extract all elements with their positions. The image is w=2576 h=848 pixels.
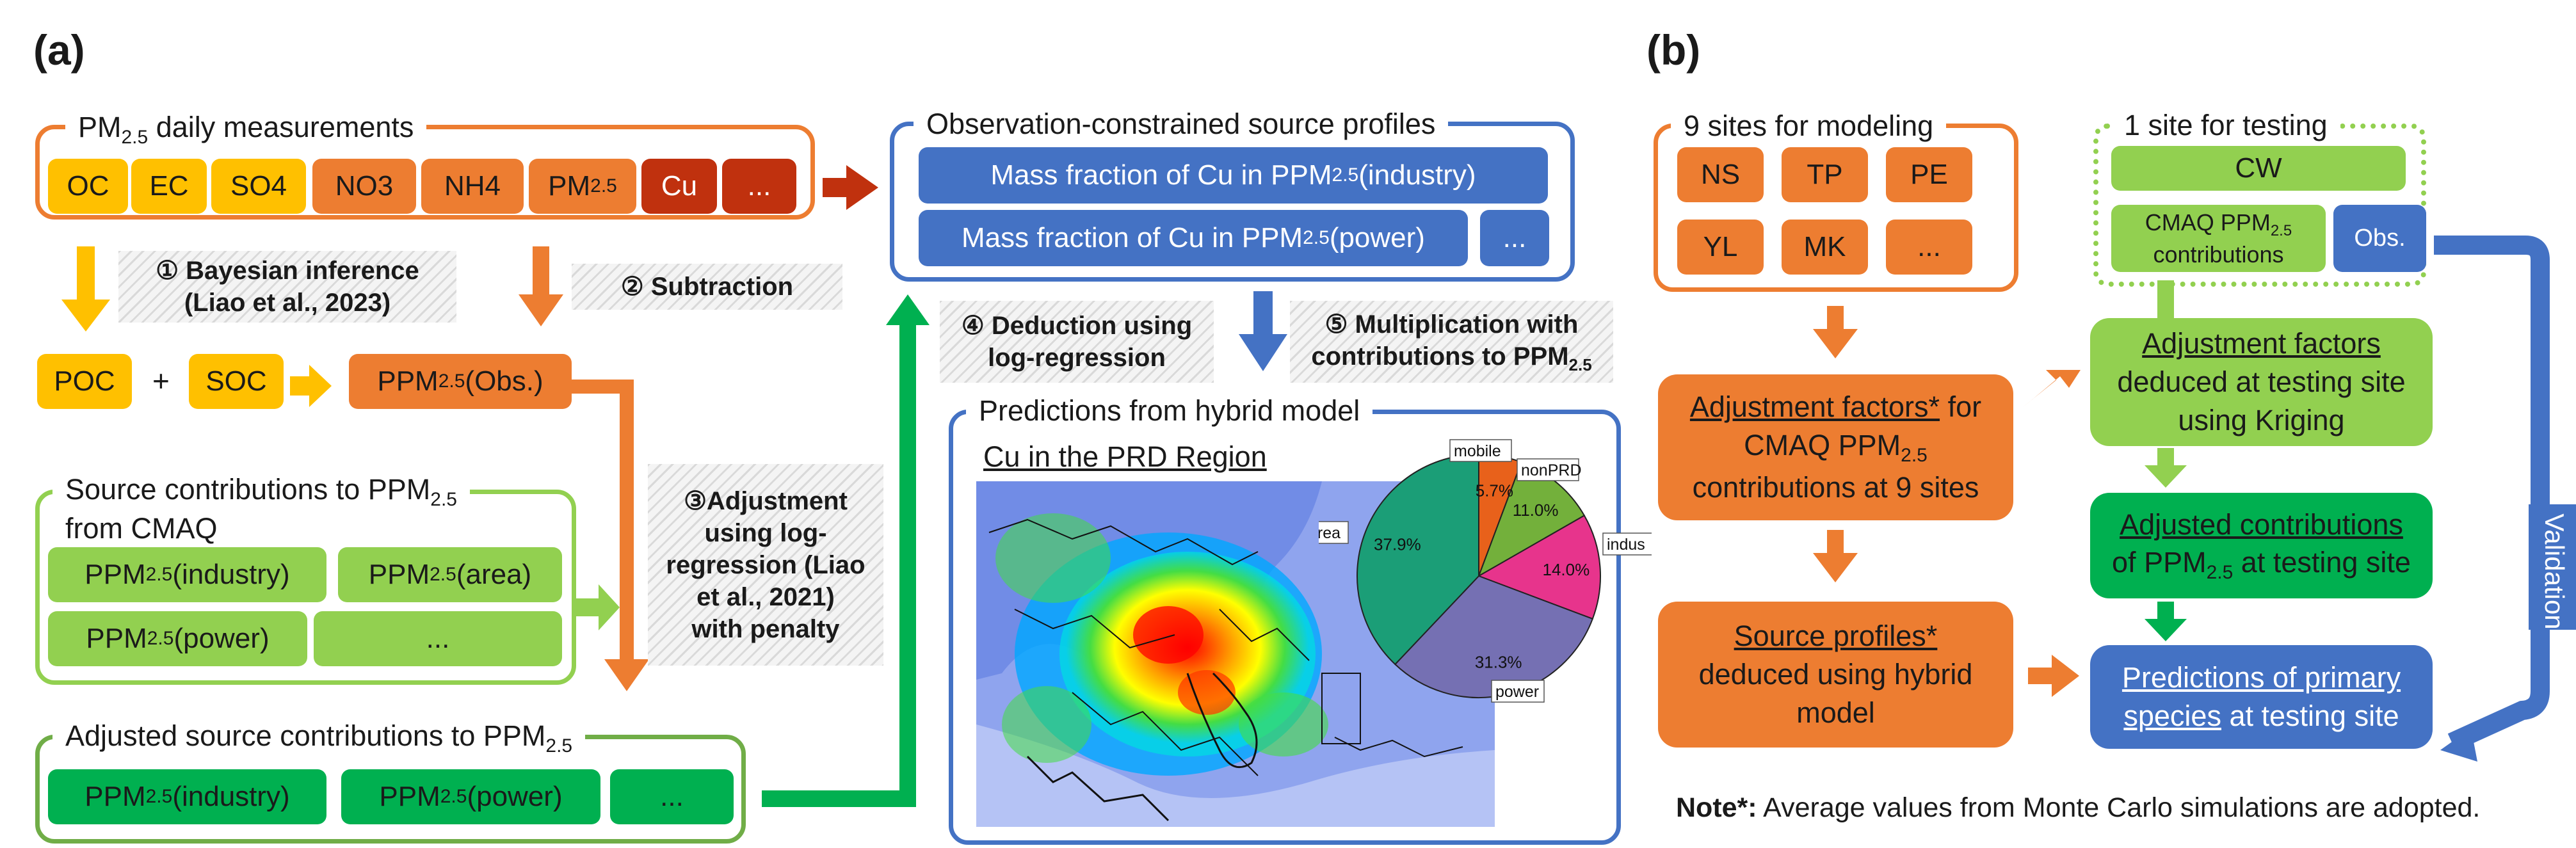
site-cw: CW [2111, 146, 2406, 191]
note-text: Note*: Average values from Monte Carlo s… [1676, 792, 2481, 823]
pie-percent-mobile: 5.7% [1476, 481, 1513, 500]
predictions-frame: Predictions from hybrid model [949, 396, 1621, 845]
predictions-title: Predictions from hybrid model [966, 396, 1373, 425]
site-mk: MK [1782, 220, 1868, 275]
poc-box: POC [37, 354, 132, 409]
site-yl: YL [1677, 220, 1764, 275]
cmaq-frame: Source contributions to PPM2.5 from CMAQ [35, 470, 576, 685]
measurement-cu: Cu [641, 159, 717, 214]
bayesian-inference-label: ① Bayesian inference (Liao et al., 2023) [118, 251, 456, 323]
pie-callout-indus: indus [1607, 536, 1645, 554]
measurements-frame: PM2.5 daily measurements [35, 113, 815, 220]
modeling-sites-frame: 9 sites for modeling [1654, 111, 2018, 292]
adjusted-contributions-box: Adjusted contributions of PPM2.5 at test… [2090, 493, 2433, 598]
pie-slices [1356, 453, 1601, 698]
pie-slice-indus [1477, 515, 1601, 620]
adjustment-factors-testing: Adjustment factors deduced at testing si… [2090, 318, 2433, 446]
measurement-no3: NO3 [312, 159, 416, 214]
site-pe: PE [1886, 147, 1972, 202]
measurement-ec: EC [131, 159, 207, 214]
pie-callout-box-area [1319, 521, 1349, 544]
site-ns: NS [1677, 147, 1764, 202]
map-title: Cu in the PRD Region [983, 440, 1267, 473]
validation-banner [2529, 504, 2576, 630]
measurement-so4: SO4 [211, 159, 306, 214]
profiles-frame: Observation-constrained source profiles [890, 109, 1575, 282]
profile-more: ... [1480, 210, 1549, 266]
site-tp: TP [1782, 147, 1868, 202]
modeling-sites-title: 9 sites for modeling [1671, 111, 1947, 140]
pie-callout-labels: mobile nonPRD indus power area [1319, 439, 1652, 703]
pie-callout-box-indus [1602, 532, 1652, 556]
pie-percent-labels: 5.7%11.0% 14.0% 31.3% 37.9% [1374, 481, 1590, 671]
source-contribution-pie: 5.7%11.0% 14.0% 31.3% 37.9% mobile nonPRD ind… [1319, 439, 1652, 703]
subtraction-label: ② Subtraction [572, 264, 842, 310]
measurements-title: PM2.5 daily measurements [65, 113, 427, 147]
measurement-nh4: NH4 [421, 159, 524, 214]
adjusted-more: ... [610, 769, 734, 824]
pie-percent-area: 37.9% [1374, 534, 1421, 554]
testing-site-title: 1 site for testing [2111, 111, 2340, 140]
obs-box: Obs. [2333, 205, 2426, 272]
adjusted-title: Adjusted source contributions to PPM2.5 [52, 721, 586, 756]
pie-percent-power: 31.3% [1475, 652, 1522, 671]
panel-a-label: (a) [33, 26, 85, 74]
cmaq-contributions-box: CMAQ PPM2.5 contributions [2111, 205, 2326, 272]
multiplication-label: ⑤ Multiplication with contributions to P… [1290, 301, 1613, 383]
cu-concentration-map [976, 481, 1495, 827]
site-more: ... [1886, 220, 1972, 275]
predictions-primary-species-box: Predictions of primary species at testin… [2090, 645, 2433, 749]
testing-site-frame: 1 site for testing [2093, 111, 2426, 287]
adjustment-label: ③Adjustment using log- regression (Liao … [648, 464, 883, 666]
soc-box: SOC [189, 354, 284, 409]
measurement-more: ... [722, 159, 796, 214]
plus-sign: + [152, 364, 170, 397]
pie-percent-indus: 14.0% [1542, 560, 1590, 579]
adjusted-frame: Adjusted source contributions to PPM2.5 [35, 721, 746, 844]
pie-callout-box-nonprd [1517, 458, 1579, 481]
pie-callout-mobile: mobile [1454, 442, 1501, 460]
deduction-label: ④ Deduction using log-regression [940, 301, 1214, 383]
cmaq-more: ... [314, 611, 562, 666]
validation-label: Validation [2540, 513, 2570, 630]
pie-slice-area [1356, 453, 1479, 666]
profiles-title: Observation-constrained source profiles [914, 109, 1449, 138]
panel-b-label: (b) [1646, 26, 1701, 74]
measurement-oc: OC [48, 159, 128, 214]
pie-callout-power: power [1495, 683, 1539, 701]
source-profiles-box: Source profiles* deduced using hybrid mo… [1658, 602, 2013, 748]
pie-callout-box-mobile [1449, 439, 1512, 462]
pie-callout-nonprd: nonPRD [1521, 461, 1582, 479]
pie-callout-area: area [1319, 524, 1340, 542]
pie-callout-box-power [1491, 680, 1545, 703]
cmaq-title: Source contributions to PPM2.5 from CMAQ [52, 470, 470, 546]
pie-percent-nonprd: 11.0% [1513, 500, 1559, 520]
adjustment-factors-modeling: Adjustment factors* for CMAQ PPM2.5 cont… [1658, 374, 2013, 520]
